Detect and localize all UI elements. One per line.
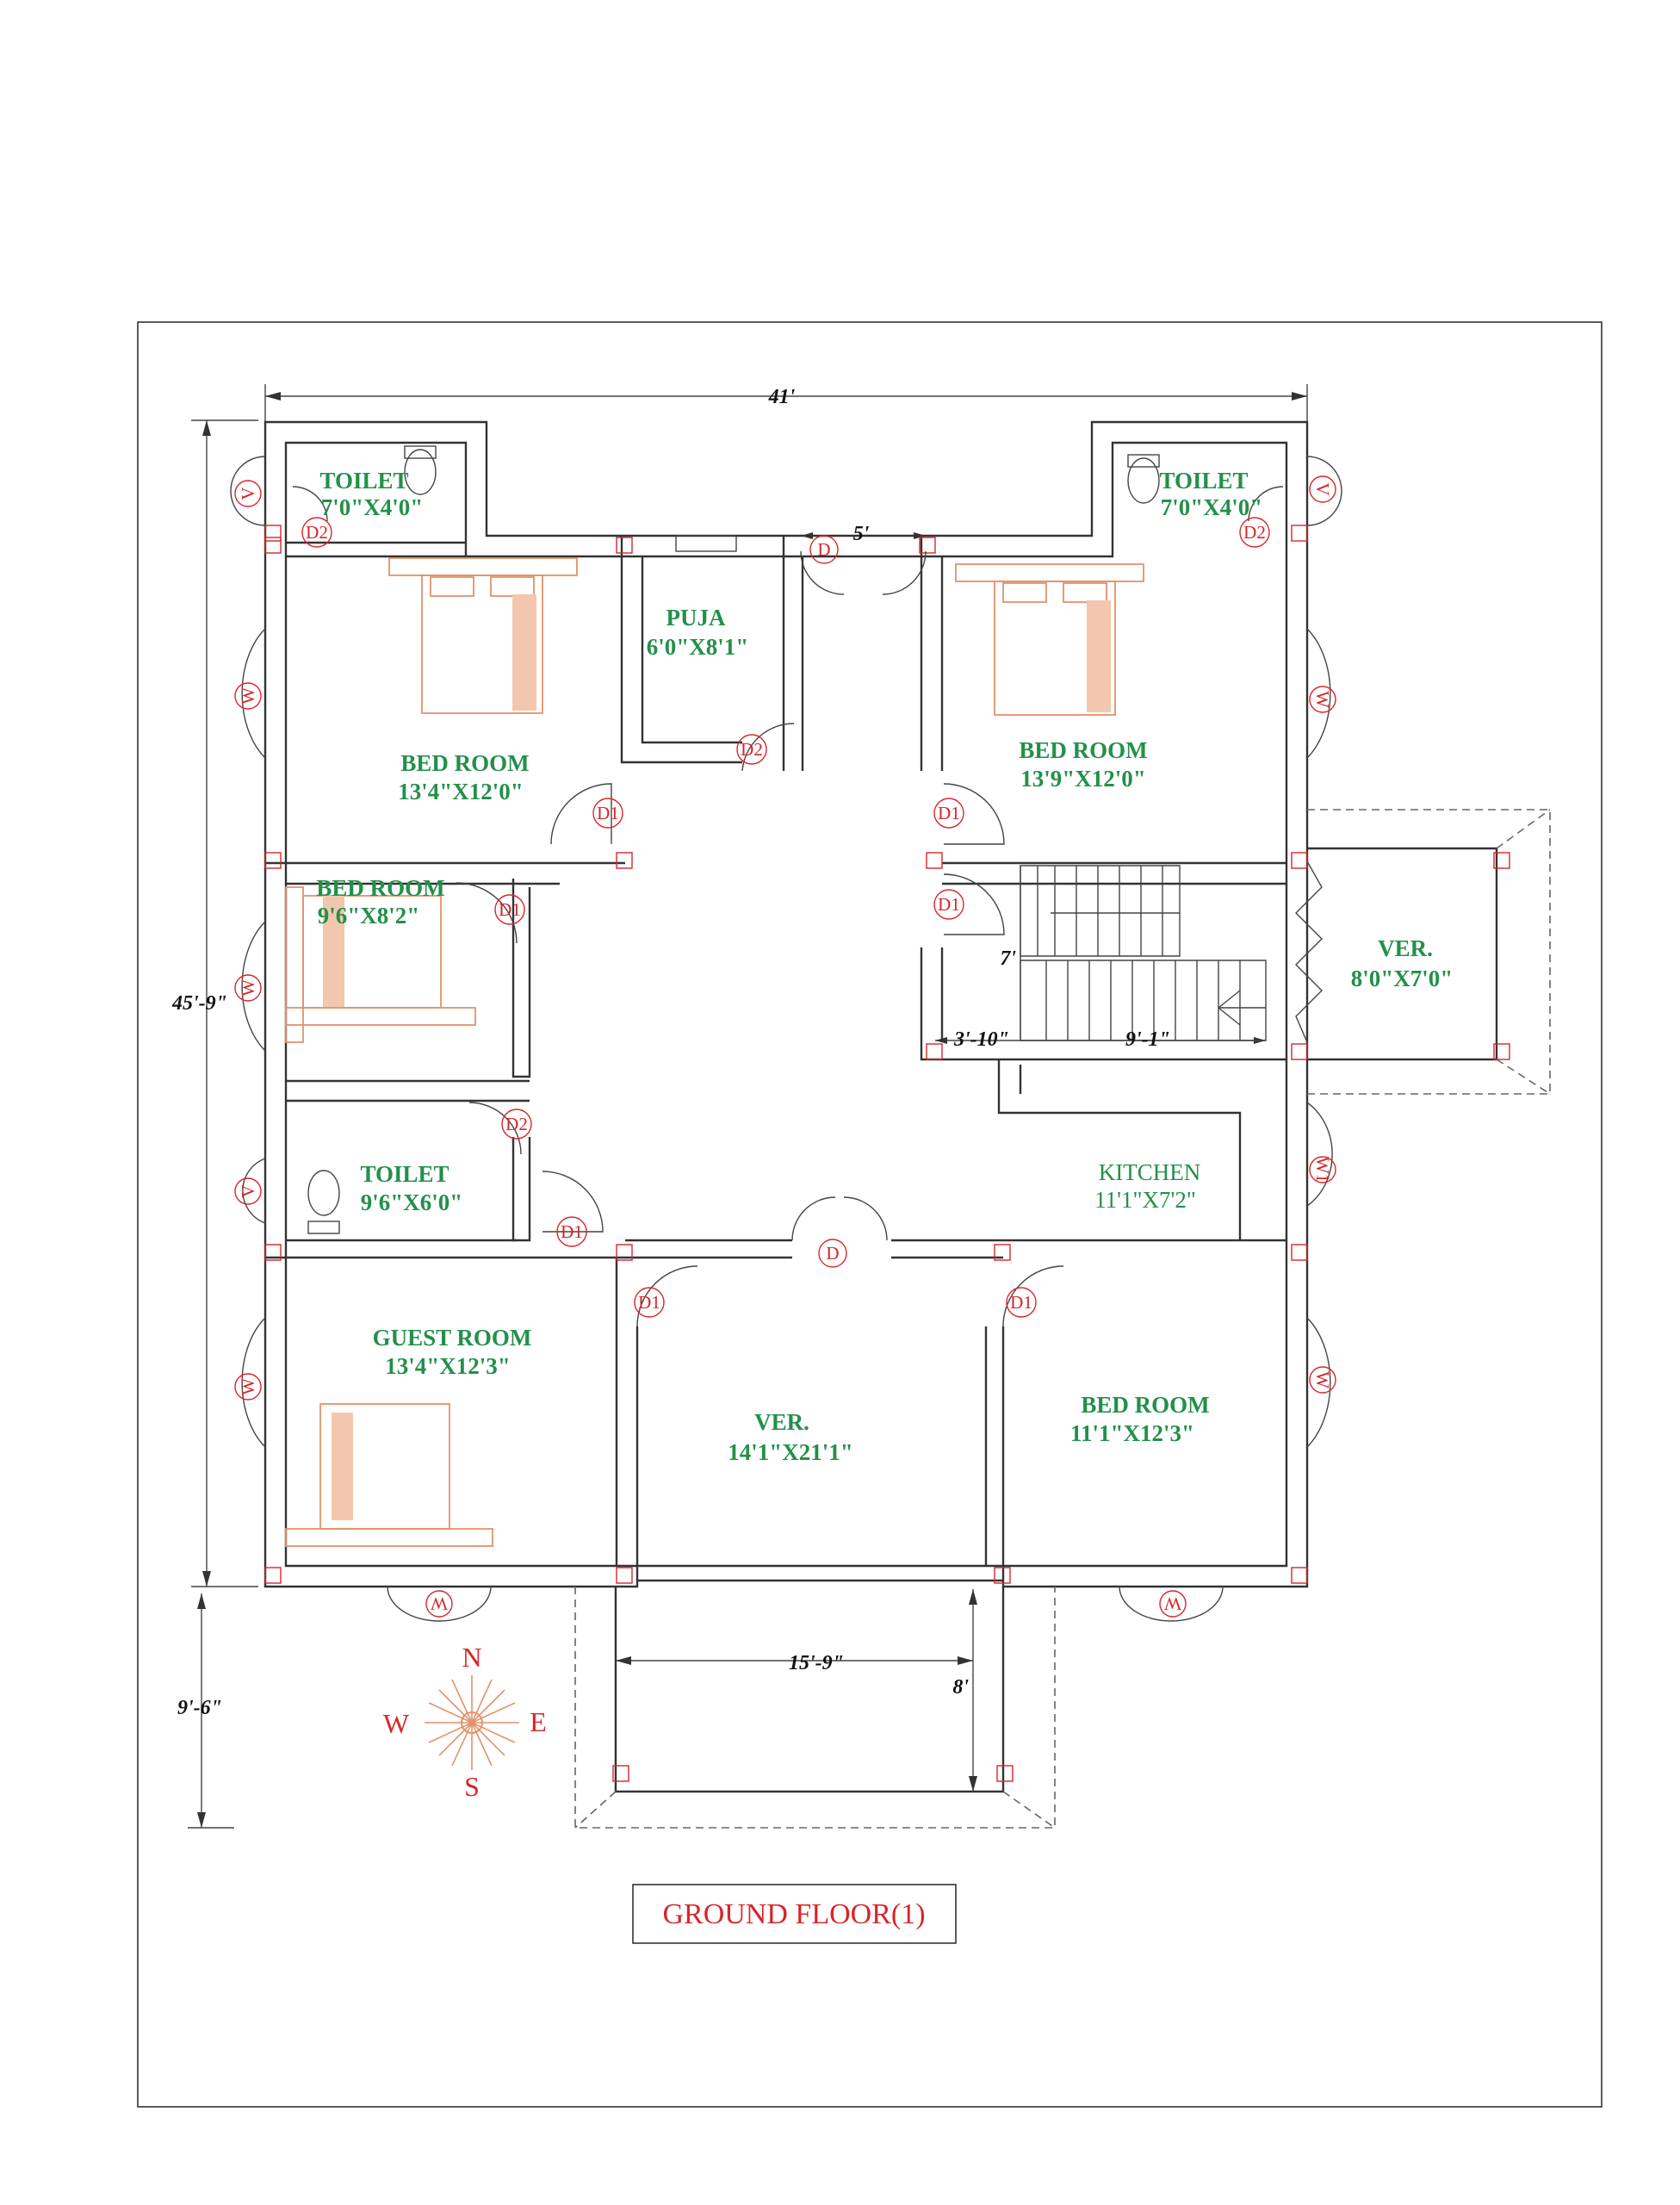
door-tag-d1-bed-se: D1: [1010, 1292, 1032, 1313]
tag-labels: D2 D2 D D2 D1 D1 D1 D1 D2 D1 D D1 D1 V V…: [238, 482, 1333, 1614]
room-bed-ne-name: BED ROOM: [1019, 737, 1147, 763]
door-tag-d1-bed-w: D1: [499, 899, 521, 920]
window-tag-guest: W: [238, 1378, 258, 1395]
room-puja-size: 6'0"X8'1": [647, 634, 748, 660]
window-tag-bed-w: W: [238, 979, 258, 997]
window-tag-bed-se: W: [1312, 1371, 1333, 1388]
door-tag-d1-bed-nw: D1: [597, 803, 619, 823]
room-toilet-ne-name: TOILET: [1159, 468, 1248, 494]
dim-front-depth: 8': [952, 1676, 969, 1699]
dim-door-gap: 5': [853, 523, 870, 545]
window-tag-bed-ne: W: [1312, 691, 1333, 708]
door-tag-d1-hall: D1: [561, 1221, 583, 1242]
vent-tag-nw: V: [238, 487, 258, 500]
vent-tag-ne: V: [1312, 482, 1333, 495]
wc-fixtures: [307, 445, 1160, 1234]
compass-rose: N S E W: [383, 1642, 547, 1802]
dim-front-projection: 9'-6": [177, 1697, 222, 1719]
drawing-title: GROUND FLOOR(1): [662, 1898, 925, 1930]
room-ver-center-name: VER.: [754, 1409, 809, 1435]
room-bed-nw-size: 13'4"X12'0": [398, 779, 523, 804]
sheet-border: [137, 321, 1603, 2108]
room-ver-east-name: VER.: [1378, 935, 1433, 961]
drawing-title-box: GROUND FLOOR(1): [632, 1884, 957, 1944]
dim-front-width: 15'-9": [789, 1652, 844, 1674]
room-puja-name: PUJA: [666, 605, 726, 630]
column-markers: [264, 525, 1510, 1782]
room-bed-ne-size: 13'9"X12'0": [1020, 766, 1145, 792]
compass-south: S: [464, 1771, 480, 1802]
room-ver-east-size: 8'0"X7'0": [1351, 966, 1453, 991]
room-labels: TOILET 7'0"X4'0" TOILET 7'0"X4'0" PUJA 6…: [316, 468, 1453, 1465]
projections: [574, 809, 1551, 1829]
window-tag-kitchen: W1: [1312, 1157, 1333, 1183]
room-kitchen-name: KITCHEN: [1099, 1159, 1200, 1185]
room-toilet-nw-name: TOILET: [319, 468, 408, 494]
compass-north: N: [462, 1642, 481, 1673]
room-bed-se-name: BED ROOM: [1081, 1392, 1209, 1418]
room-guest-size: 13'4"X12'3": [385, 1353, 510, 1379]
compass-west: W: [383, 1708, 410, 1739]
walls: [263, 420, 1309, 1588]
window-tag-guest-south: W: [431, 1593, 448, 1614]
bed-guest: [285, 1403, 493, 1547]
window-tag-bed-se-south: W: [1164, 1593, 1181, 1614]
furniture: [285, 445, 1160, 1547]
room-toilet-w-size: 9'6"X6'0": [361, 1189, 462, 1215]
bed-nw: [388, 557, 578, 714]
room-bed-w-size: 9'6"X8'2": [318, 903, 419, 929]
door-tag-d-north: D: [817, 539, 830, 560]
room-bed-nw-name: BED ROOM: [400, 750, 529, 776]
dimension-text: 41' 45'-9" 9'-6" 5' 15'-9" 8' 7' 3'-10" …: [171, 386, 1170, 1719]
door-tag-d2-ne: D2: [1243, 522, 1266, 543]
bed-ne: [955, 563, 1144, 716]
dim-overall-width: 41': [768, 386, 796, 408]
dim-stair-run: 9'-1": [1125, 1028, 1170, 1051]
compass-east: E: [530, 1706, 547, 1737]
door-tag-d1-bed-ne: D1: [938, 803, 960, 823]
window-tag-bed-nw: W: [238, 687, 258, 705]
room-guest-name: GUEST ROOM: [373, 1325, 532, 1351]
door-tag-d2-toilet-w: D2: [505, 1114, 528, 1134]
room-bed-w-name: BED ROOM: [316, 875, 444, 901]
bed-w: [285, 886, 476, 1043]
room-bed-se-size: 11'1"X12'3": [1070, 1420, 1194, 1446]
room-kitchen-size: 11'1"X7'2": [1094, 1187, 1196, 1213]
door-tag-d1-stair: D1: [938, 894, 960, 915]
door-tag-d2-nw: D2: [306, 522, 328, 543]
dimension-lines: [188, 384, 1308, 1829]
dim-stair-landing: 3'-10": [953, 1028, 1009, 1051]
tag-circles: [234, 475, 1336, 1618]
room-ver-center-size: 14'1"X21'1": [728, 1439, 852, 1465]
door-tag-d-center: D: [826, 1243, 839, 1264]
room-toilet-ne-size: 7'0"X4'0": [1161, 494, 1262, 520]
room-toilet-nw-size: 7'0"X4'0": [321, 494, 423, 520]
room-toilet-w-name: TOILET: [360, 1161, 449, 1187]
dim-overall-depth: 45'-9": [171, 992, 227, 1015]
window-bays: [230, 456, 1342, 1622]
dim-stair-gap: 7': [1000, 947, 1016, 970]
vent-tag-toilet-w: V: [238, 1184, 258, 1197]
door-tag-d2-puja: D2: [741, 739, 763, 760]
door-tag-d1-guest: D1: [638, 1292, 660, 1313]
